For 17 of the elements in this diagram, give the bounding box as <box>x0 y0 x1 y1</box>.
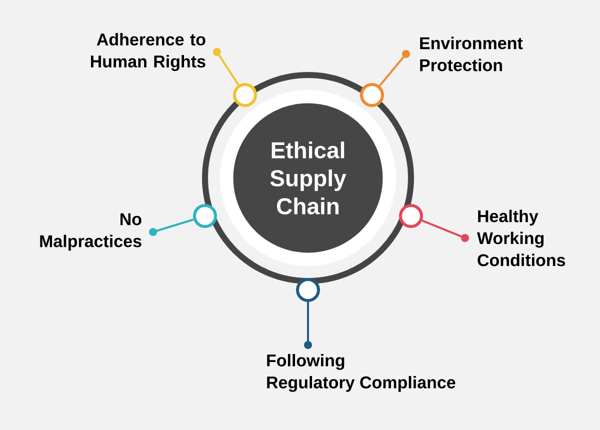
leader-line <box>304 302 312 349</box>
leader-line <box>422 220 469 242</box>
label-text: No Malpractices <box>40 213 142 251</box>
label-text: Following Regulatory Compliance <box>267 354 456 392</box>
label-text: Environment Protection <box>420 36 523 72</box>
ring-circle <box>233 83 257 107</box>
ring-circle <box>193 204 217 228</box>
ring-circle <box>296 278 320 302</box>
label-text: Healthy Working Conditions <box>477 210 566 266</box>
ring-circle <box>360 83 384 107</box>
circle-title: Ethical Supply Chain <box>270 142 346 214</box>
center-circle <box>233 103 383 253</box>
leader-line <box>213 48 240 86</box>
leader-line <box>378 50 410 86</box>
ring-circle <box>399 204 423 228</box>
leader-line <box>149 218 194 236</box>
label-text: Adherence to Human Rights <box>90 33 206 71</box>
